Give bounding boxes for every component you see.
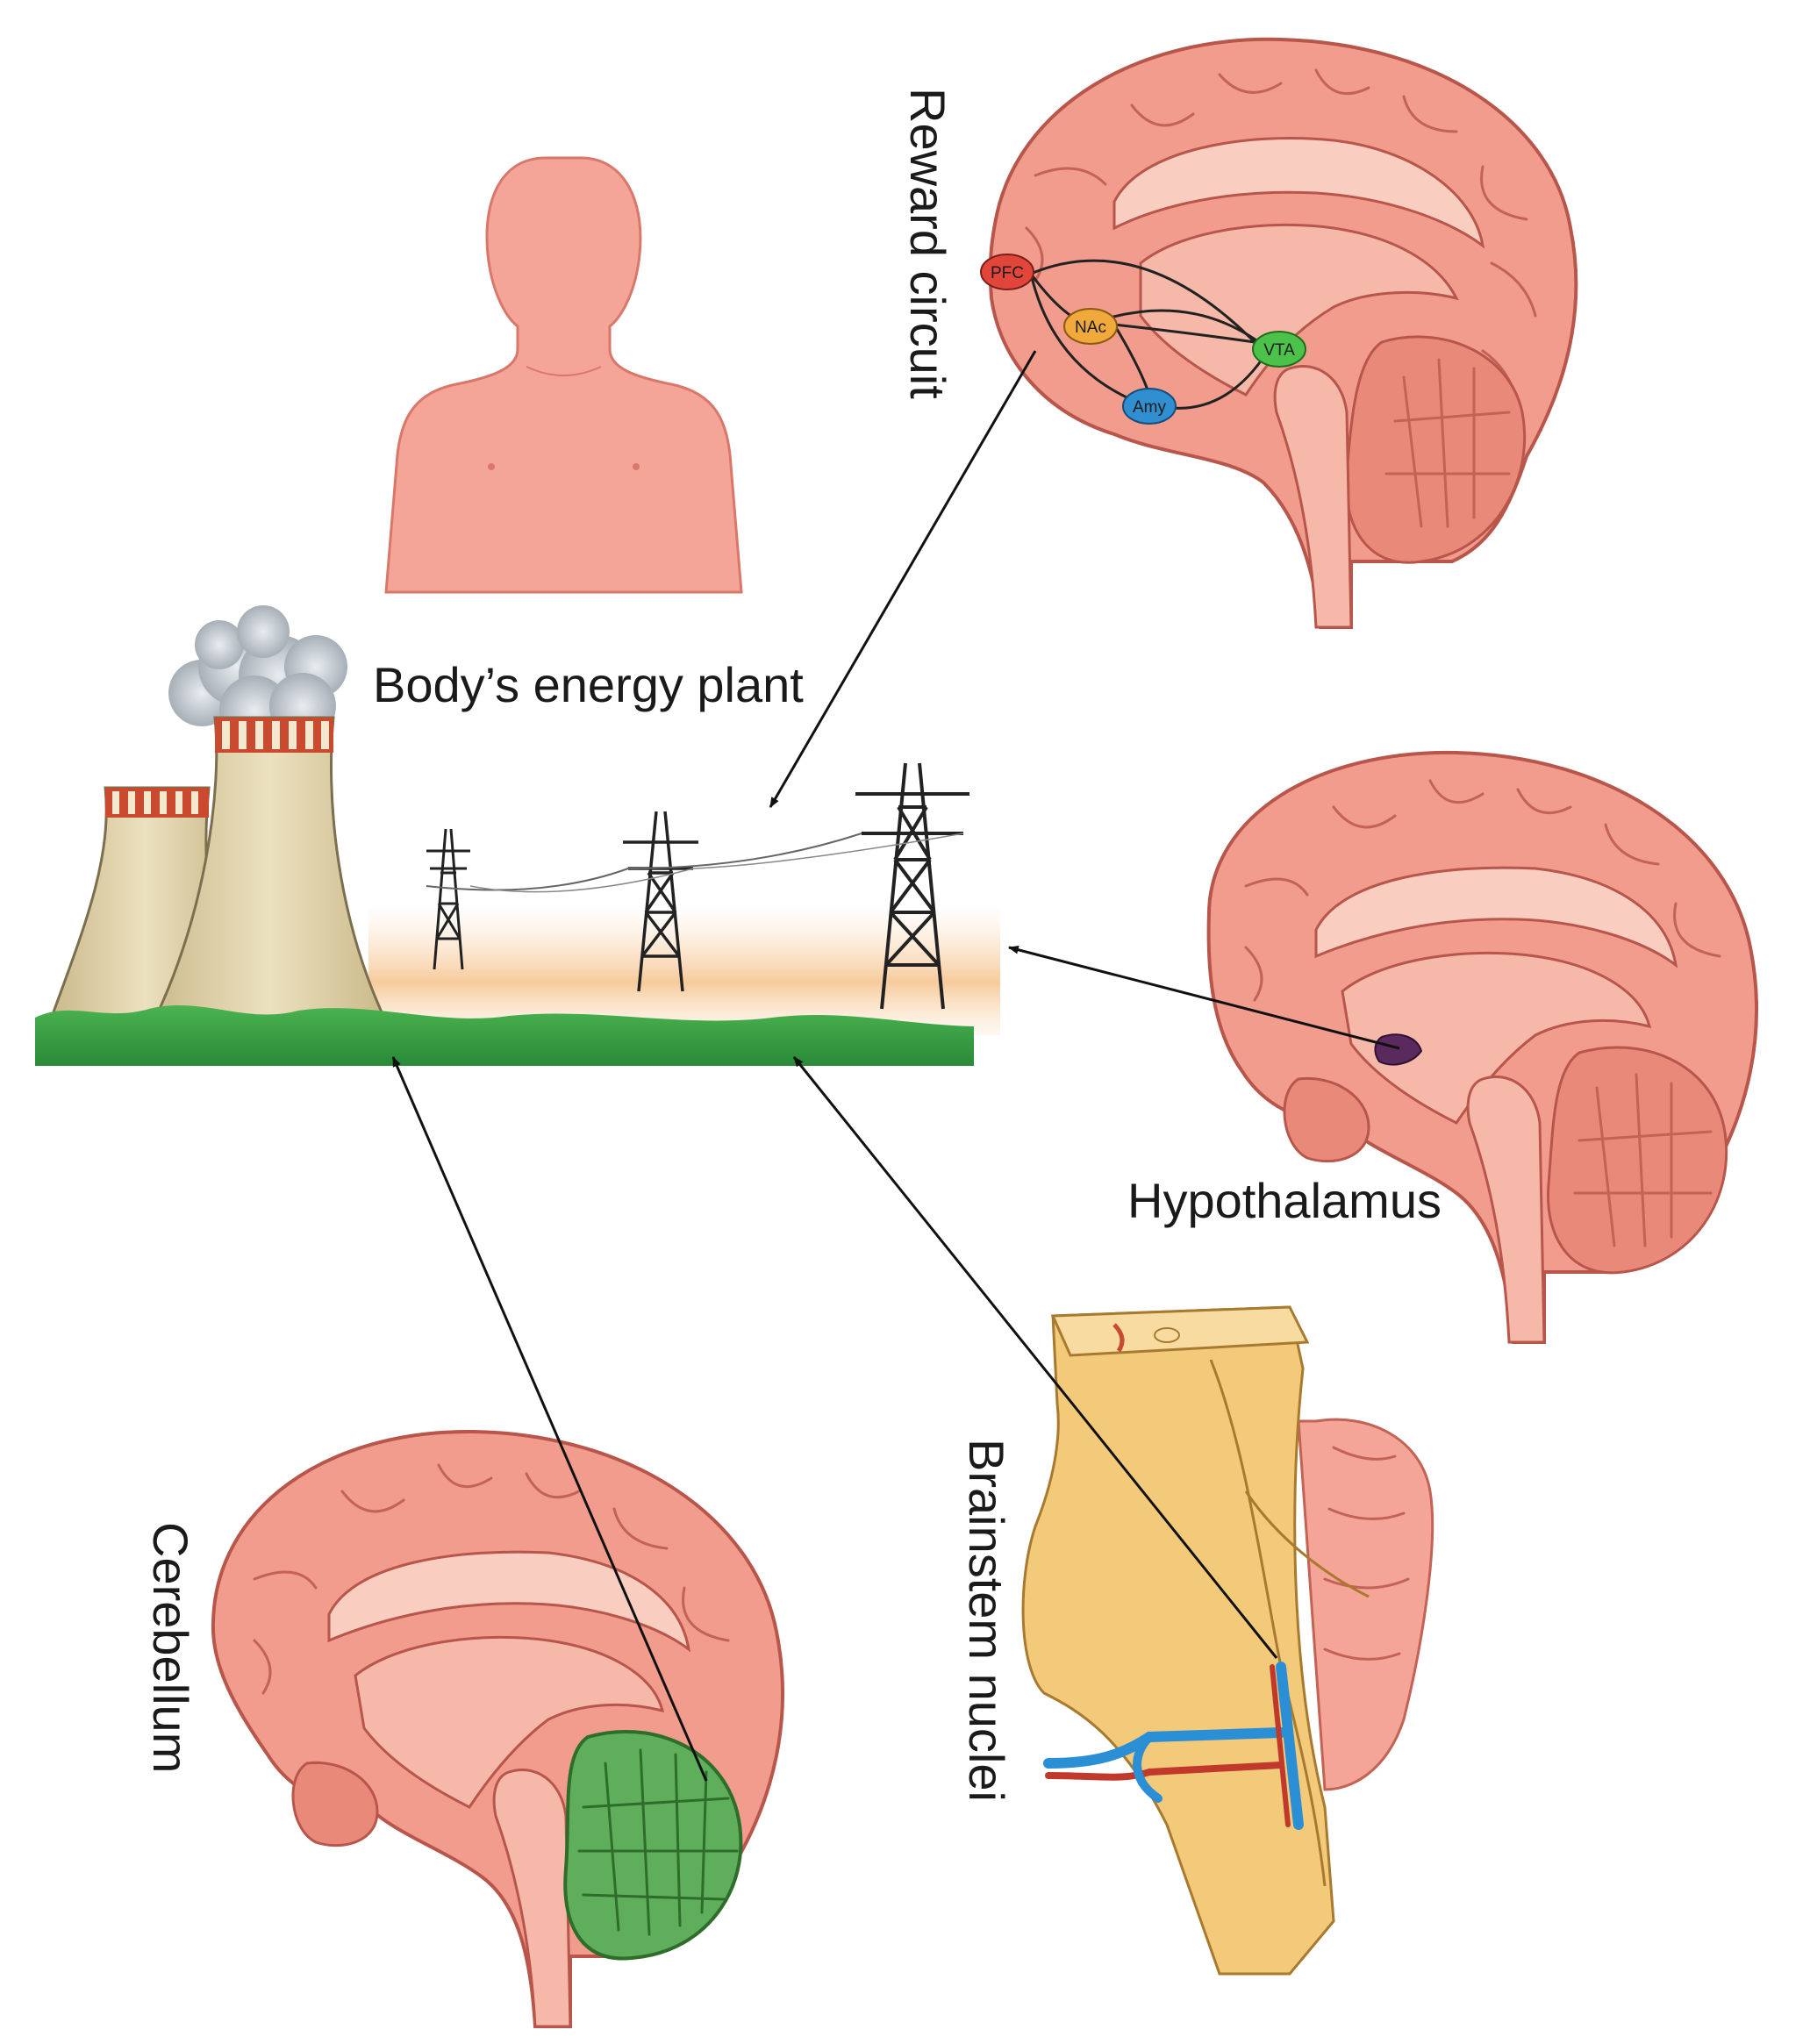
brainstem-icon — [1021, 1305, 1434, 1976]
arrow-cerebellum-to-plant — [391, 1055, 708, 1782]
blood-vessel — [1043, 1662, 1304, 1830]
arrow-reward-to-plant — [769, 350, 1037, 809]
node-pfc: PFC — [980, 254, 1034, 290]
brain-hypothalamus — [1206, 750, 1759, 1344]
node-amy-label: Amy — [1133, 398, 1167, 417]
node-pfc-label: PFC — [991, 264, 1024, 282]
label-reward-circuit: Reward circuit — [900, 88, 955, 399]
hypothalamus-highlight — [1374, 1033, 1423, 1066]
label-hypothalamus: Hypothalamus — [1127, 1173, 1442, 1228]
energy-glow — [368, 904, 1000, 1035]
node-nac: NAc — [1063, 308, 1118, 345]
label-energy-plant: Body’s energy plant — [373, 657, 804, 712]
cerebellum-highlight — [563, 1729, 743, 1961]
label-brainstem: Brainstem nuclei — [959, 1439, 1014, 1802]
power-pylon-icon — [855, 762, 969, 1010]
arrow-brainstem-to-plant — [792, 1056, 1278, 1659]
brain-reward-circuit: PFC NAc VTA Amy — [980, 37, 1578, 629]
energy-plant-scene — [35, 605, 1000, 1066]
cooling-tower-icon — [142, 716, 397, 1041]
arrow-hypothalamus-to-plant — [1007, 946, 1400, 1050]
node-vta: VTA — [1252, 331, 1306, 368]
power-pylon-icon — [426, 828, 470, 970]
arrows — [391, 350, 1400, 1782]
label-cerebellum: Cerebellum — [143, 1522, 198, 1773]
brain-cerebellum — [211, 1429, 785, 2028]
node-nac-label: NAc — [1075, 318, 1106, 337]
node-vta-label: VTA — [1263, 341, 1295, 360]
human-body-icon — [384, 156, 743, 594]
node-amy: Amy — [1122, 388, 1177, 425]
grass-ground — [35, 1004, 974, 1066]
